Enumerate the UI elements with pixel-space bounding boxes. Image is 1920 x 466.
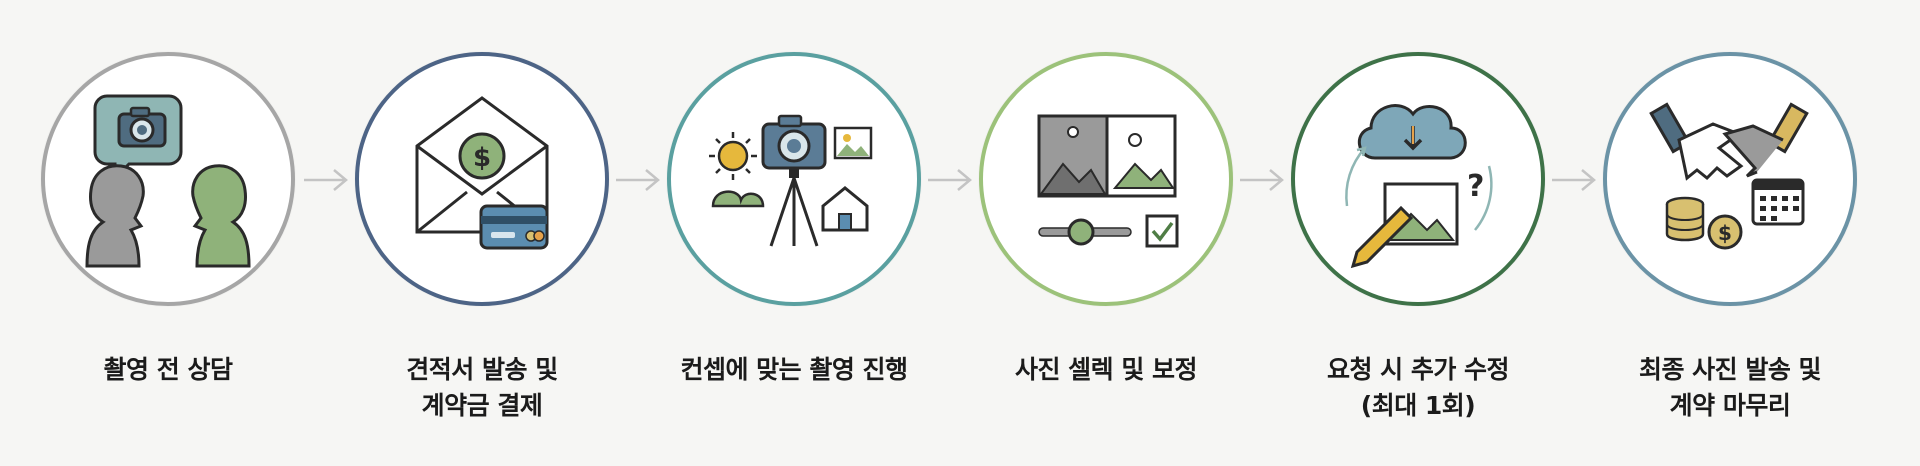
step-label: 사진 셀렉 및 보정 [956,352,1256,388]
consultation-icon [45,56,291,302]
step-photo-shoot: 컨셉에 맞는 촬영 진행 [667,52,921,306]
step-revision: ? 요청 시 추가 수정 (최대 1회) [1291,52,1545,306]
svg-text:?: ? [1467,169,1484,204]
step-label: 촬영 전 상담 [18,352,318,388]
step-label: 최종 사진 발송 및 계약 마무리 [1580,352,1880,424]
step-label: 견적서 발송 및 계약금 결제 [332,352,632,424]
handshake-icon: $ [1607,56,1853,302]
arrow-right-icon [926,166,974,194]
arrow-right-icon [302,166,350,194]
step-circle: $ [1603,52,1857,306]
arrow-right-icon [1238,166,1286,194]
step-circle: ? [1291,52,1545,306]
arrow-right-icon [614,166,662,194]
step-circle [41,52,295,306]
step-final-delivery: $ 최종 사진 발송 및 계약 마무리 [1603,52,1857,306]
arrow-right-icon [1550,166,1598,194]
step-consultation: 촬영 전 상담 [41,52,295,306]
photo-shoot-icon [671,56,917,302]
step-circle: $ [355,52,609,306]
step-label: 컨셉에 맞는 촬영 진행 [644,352,944,388]
revision-icon: ? [1295,56,1541,302]
invoice-payment-icon: $ [359,56,605,302]
step-invoice-payment: $ 견적서 발송 및 계약금 결제 [355,52,609,306]
photo-edit-icon [983,56,1229,302]
svg-text:$: $ [1718,221,1732,245]
step-label: 요청 시 추가 수정 (최대 1회) [1268,352,1568,424]
step-photo-edit: 사진 셀렉 및 보정 [979,52,1233,306]
svg-text:$: $ [473,143,491,173]
step-circle [979,52,1233,306]
step-circle [667,52,921,306]
